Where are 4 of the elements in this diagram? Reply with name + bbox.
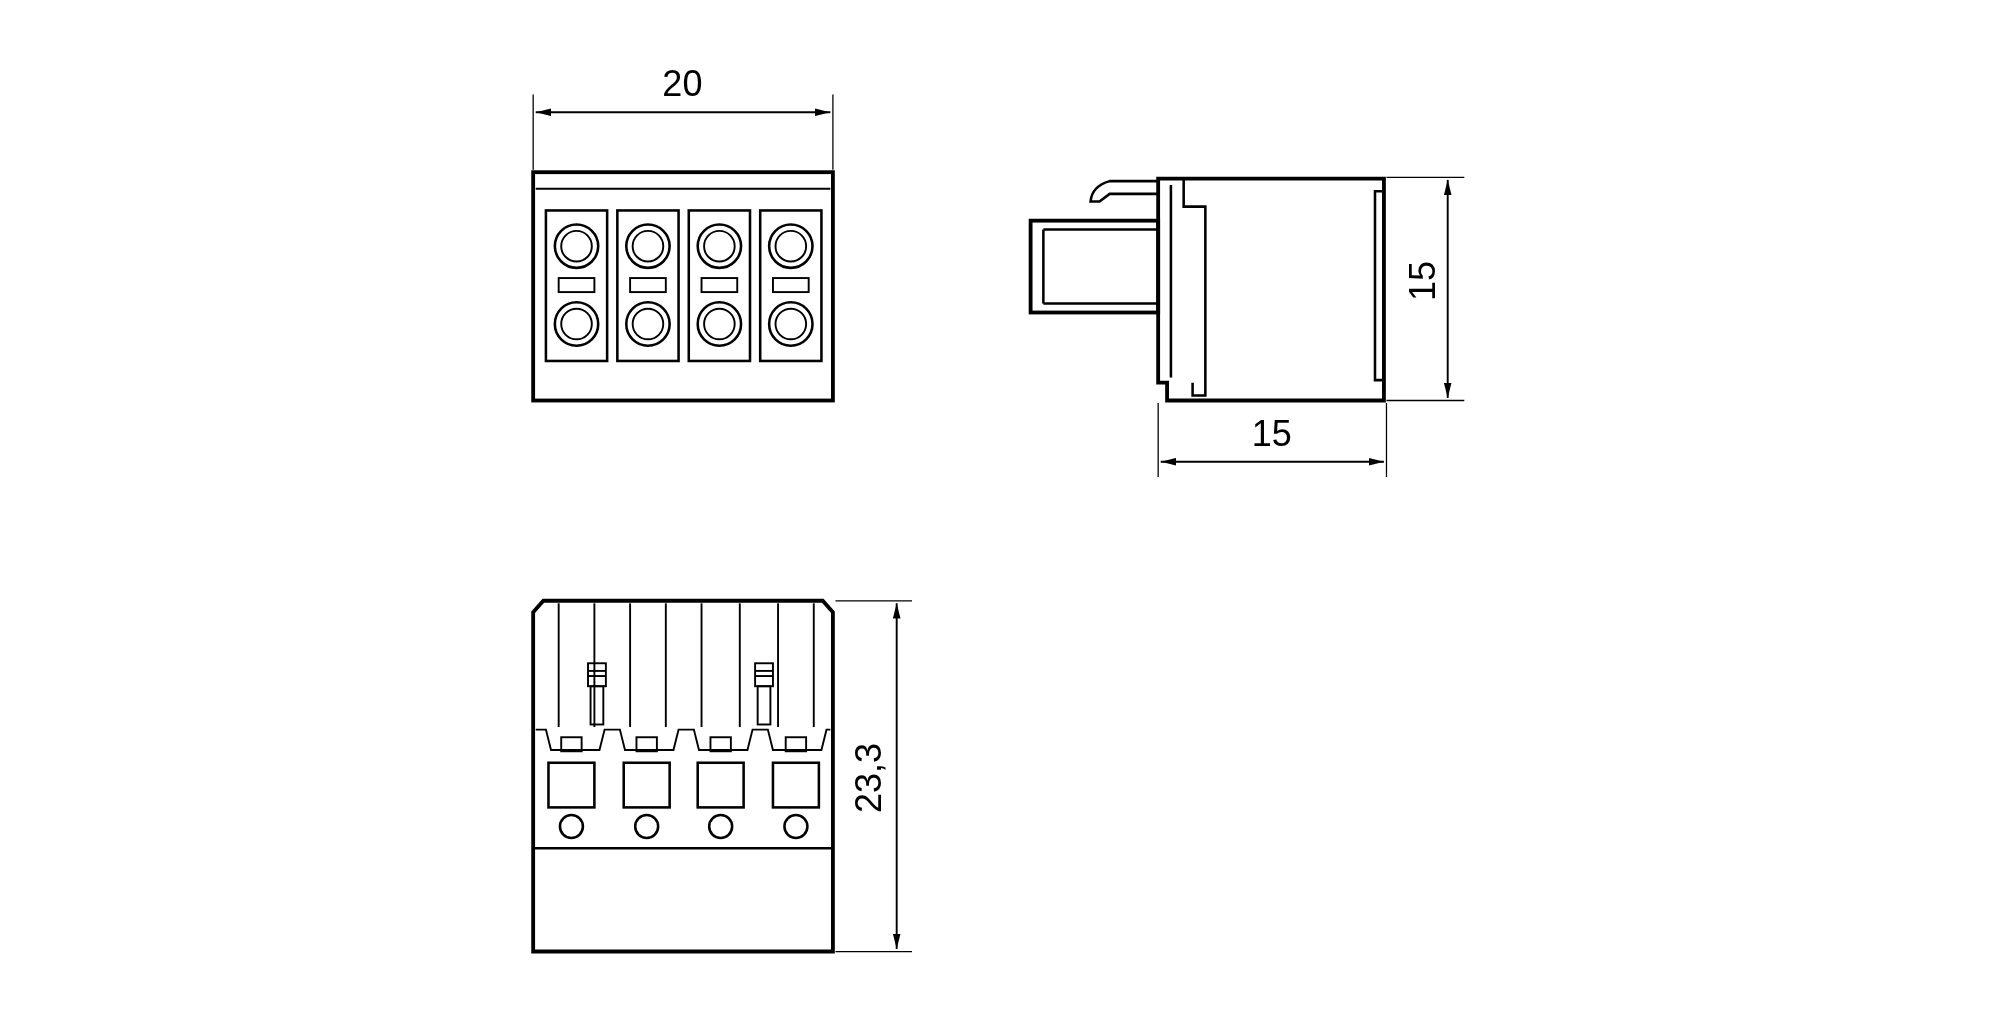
dimension-label: 15 <box>1405 260 1442 301</box>
dimension-label: 23,3 <box>850 743 887 814</box>
dimension-label: 15 <box>1251 415 1292 452</box>
dimension-label: 20 <box>662 66 703 103</box>
